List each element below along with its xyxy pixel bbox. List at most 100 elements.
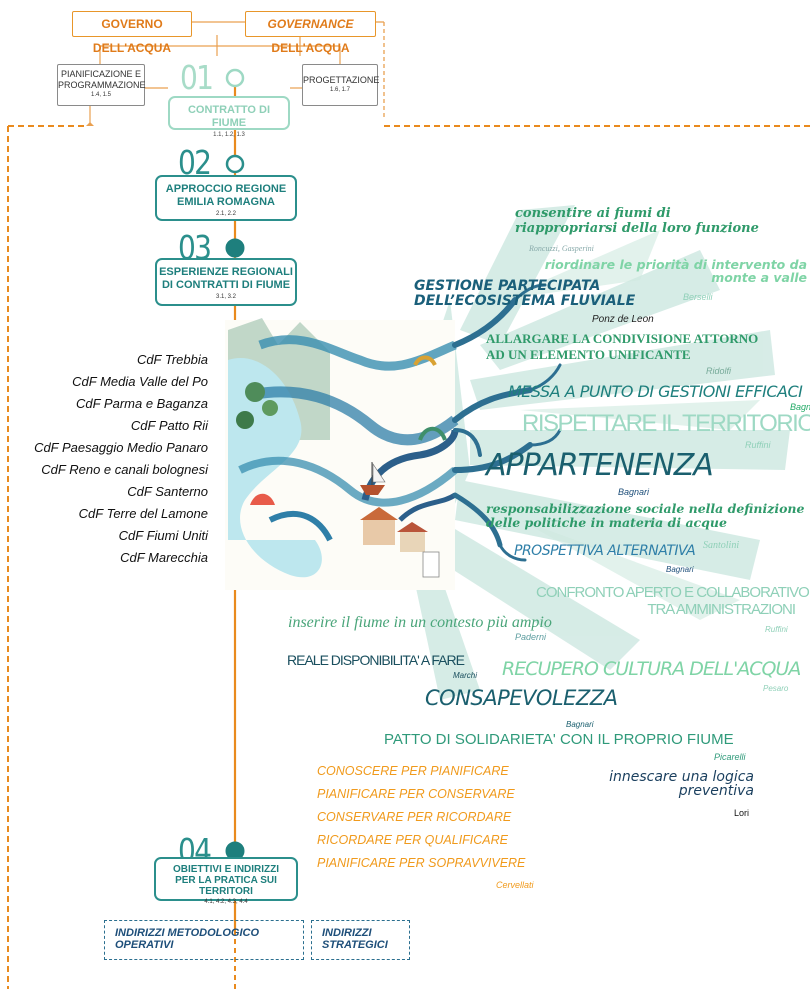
quote-innescare-line-1: innescare una logica (609, 769, 754, 785)
author-ruffini-2: Ruffini (765, 625, 788, 634)
cdf-list: CdF Trebbia CdF Media Valle del Po CdF P… (0, 352, 208, 584)
cdf-item: CdF Reno e canali bolognesi (41, 462, 208, 477)
quote-allargare-line-1: ALLARGARE LA CONDIVISIONE ATTORNO (486, 331, 759, 346)
quote-rispettare: RISPETTARE IL TERRITORIO (522, 410, 810, 437)
author-paderni: Paderni (515, 632, 547, 642)
governance-acqua-box: GOVERNANCE DELL'ACQUA (245, 11, 376, 55)
cdf-item: CdF Terre del Lamone (78, 506, 208, 521)
step-04-line-2: PER LA PRATICA SUI TERRITORI (175, 875, 277, 897)
author-bagnari-4: Bagnari (566, 720, 594, 729)
author-ruffini-1: Ruffini (745, 440, 771, 450)
quote-riappropriarsi-line-2: riappropriarsi della loro funzione (515, 221, 759, 236)
quote-riappropriarsi: consentire ai fiumi di riappropriarsi de… (515, 206, 759, 236)
quote-responsabilizzazione: responsabilizzazione sociale nella defin… (486, 502, 804, 530)
pianificazione-ref: 1.4, 1.5 (90, 92, 111, 98)
indirizzi-strategici-line-2: STRATEGICI (322, 939, 388, 951)
governo-acqua-box: GOVERNO DELL'ACQUA (72, 11, 192, 55)
author-picarelli: Picarelli (714, 752, 746, 762)
pianificazione-line-2: PROGRAMMAZIONE (58, 80, 146, 90)
author-bagnari-3: Bagnari (666, 565, 694, 574)
orange-slogan: PIANIFICARE PER SOPRAVVIVERE (317, 856, 526, 870)
orange-slogan: RICORDARE PER QUALIFICARE (317, 833, 509, 847)
step-01-box: CONTRATTO DI FIUME 1.1, 1.2, 1.3 (168, 96, 290, 138)
step-02-line-1: APPROCCIO REGIONE (165, 183, 287, 195)
progettazione-ref: 1.6, 1.7 (329, 87, 350, 93)
indirizzi-metodologico-line-2: OPERATIVI (115, 939, 174, 951)
author-roncuzzi: Roncuzzi, Gasperini (529, 244, 594, 253)
quote-confronto-line-1: CONFRONTO APERTO E COLLABORATIVO (536, 584, 810, 601)
author-ridolfi: Ridolfi (706, 366, 732, 376)
quote-confronto-line-2: TRA AMMINISTRAZIONI (647, 601, 796, 618)
progettazione-label: PROGETTAZIONE (303, 75, 380, 85)
author-pesaro: Pesaro (763, 684, 789, 693)
quote-recupero: RECUPERO CULTURA DELL'ACQUA (502, 658, 801, 680)
quote-gestione-partecipata: GESTIONE PARTECIPATA DELL’ECOSISTEMA FLU… (414, 279, 635, 309)
step-04-line-1: OBIETTIVI E INDIRIZZI (172, 864, 280, 875)
author-lori: Lori (734, 808, 750, 818)
author-bagnari-1: Bagnari (790, 402, 810, 412)
quote-riordinare-line-1: riordinare le priorità di intervento da (544, 257, 807, 272)
quote-prospettiva: PROSPETTIVA ALTERNATIVA (514, 543, 696, 559)
river-illustration (225, 318, 459, 590)
step-01-ref: 1.1, 1.2, 1.3 (213, 132, 245, 138)
author-santolini: Santolini (703, 540, 740, 551)
quote-riordinare-line-2: monte a valle (711, 270, 807, 285)
step-03-ref: 3.1, 3.2 (215, 294, 236, 300)
step-02-ref: 2.1, 2.2 (215, 211, 236, 217)
indirizzi-metodologico-box: INDIRIZZI METODOLOGICO OPERATIVI (104, 920, 304, 960)
cdf-item: CdF Media Valle del Po (72, 374, 208, 389)
orange-slogan: PIANIFICARE PER CONSERVARE (317, 787, 515, 801)
indirizzi-metodologico-line-1: INDIRIZZI METODOLOGICO (115, 927, 260, 939)
author-bagnari-2: Bagnari (618, 487, 650, 497)
fan-branches (452, 283, 562, 562)
indirizzi-strategici-line-1: INDIRIZZI (322, 927, 372, 939)
step-03-line-1: ESPERIENZE REGIONALI (159, 266, 293, 278)
cdf-item: CdF Patto Rii (130, 418, 208, 433)
quote-patto-solidarieta: PATTO DI SOLIDARIETA' CON IL PROPRIO FIU… (384, 731, 734, 748)
pianificazione-line-1: PIANIFICAZIONE E (60, 69, 141, 79)
step-03-line-2: DI CONTRATTI DI FIUME (161, 279, 291, 291)
governance-em: GOVERNANCE (267, 17, 354, 31)
orange-slogan: CONOSCERE PER PIANIFICARE (317, 764, 509, 778)
quote-messa-a-punto: MESSA A PUNTO DI GESTIONI EFFICACI (508, 382, 803, 401)
quote-innescare: innescare una logica preventiva (582, 770, 754, 798)
author-ponz-de-leon: Ponz de Leon (592, 314, 654, 325)
quote-allargare: ALLARGARE LA CONDIVISIONE ATTORNO AD UN … (486, 331, 758, 363)
quote-consapevolezza: CONSAPEVOLEZZA (425, 686, 618, 710)
step-02-line-2: EMILIA ROMAGNA (177, 196, 275, 208)
indirizzi-strategici-box: INDIRIZZI STRATEGICI (311, 920, 410, 960)
quote-innescare-line-2: preventiva (678, 783, 754, 799)
quote-allargare-line-2: AD UN ELEMENTO UNIFICANTE (486, 347, 691, 362)
quote-confronto: CONFRONTO APERTO E COLLABORATIVO TRA AMM… (536, 584, 810, 618)
quote-inserire: inserire il fiume in un contesto più amp… (288, 614, 552, 631)
author-marchi: Marchi (453, 671, 478, 680)
cdf-item: CdF Fiumi Uniti (118, 528, 208, 543)
quote-riappropriarsi-line-1: consentire ai fiumi di (515, 206, 671, 221)
fan-shape-light (500, 230, 760, 620)
step-03-box: ESPERIENZE REGIONALI DI CONTRATTI DI FIU… (155, 258, 297, 306)
cdf-item: CdF Trebbia (136, 352, 208, 367)
quote-gestione-line-1: GESTIONE PARTECIPATA (414, 278, 601, 294)
quote-responsabilizzazione-line-2: delle politiche in materia di acque (486, 515, 727, 530)
quote-reale-disponibilita: REALE DISPONIBILITA' A FARE (287, 652, 465, 668)
author-cervellati: Cervellati (496, 880, 534, 890)
step-01-label: CONTRATTO DI FIUME (187, 104, 271, 129)
progettazione-box: PROGETTAZIONE 1.6, 1.7 (302, 64, 380, 106)
step-02-number: 02 (178, 143, 212, 182)
governance-rest: DELL'ACQUA (271, 41, 350, 55)
quote-riordinare: riordinare le priorità di intervento da … (541, 258, 807, 284)
quote-gestione-line-2: DELL’ECOSISTEMA FLUVIALE (414, 293, 636, 309)
cdf-item: CdF Paesaggio Medio Panaro (34, 440, 208, 455)
author-berselli: Berselli (683, 292, 713, 302)
cdf-item: CdF Marecchia (120, 550, 208, 565)
step-02-box: APPROCCIO REGIONE EMILIA ROMAGNA 2.1, 2.… (155, 175, 297, 221)
cdf-item: CdF Parma e Baganza (76, 396, 208, 411)
step-01-number: 01 (180, 58, 214, 97)
quote-appartenenza: APPARTENENZA (486, 448, 714, 483)
orange-slogan: CONSERVARE PER RICORDARE (317, 810, 512, 824)
step-04-box: OBIETTIVI E INDIRIZZI PER LA PRATICA SUI… (154, 857, 298, 905)
step-04-ref: 4.1, 4.2, 4.3, 4.4 (204, 899, 248, 905)
quote-responsabilizzazione-line-1: responsabilizzazione sociale nella defin… (486, 501, 805, 516)
cdf-item: CdF Santerno (127, 484, 208, 499)
